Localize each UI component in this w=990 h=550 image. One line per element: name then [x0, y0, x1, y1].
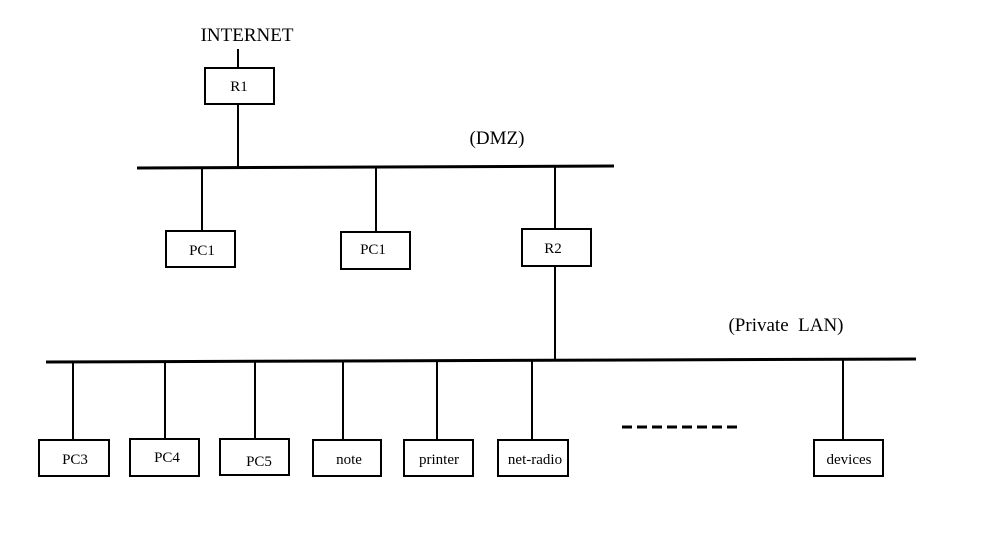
router-r2-label: R2	[544, 241, 562, 257]
router-r2: R2	[521, 228, 592, 267]
lan-printer: printer	[403, 439, 474, 477]
router-r1-box	[204, 67, 275, 105]
router-r1: R1	[204, 67, 275, 105]
lan-net-radio-label: net-radio	[508, 452, 562, 468]
lan-pc4-box	[129, 438, 200, 477]
lan-pc5: PC5	[219, 438, 290, 476]
lan-devices: devices	[813, 439, 884, 477]
lan-note-box	[312, 439, 382, 477]
lan-pc4-label: PC4	[154, 450, 180, 466]
dmz-pc1-b-label: PC1	[360, 242, 386, 258]
lan-note-label: note	[336, 452, 362, 468]
dmz-pc1-a-label: PC1	[189, 243, 215, 259]
dmz-pc1-a-box	[165, 230, 236, 268]
lan-pc3-label: PC3	[62, 452, 88, 468]
lan-net-radio-box	[497, 439, 569, 477]
dmz-pc1-b-box	[340, 231, 411, 270]
lan-printer-label: printer	[419, 452, 459, 468]
lan-printer-box	[403, 439, 474, 477]
lan-pc5-label: PC5	[246, 454, 272, 470]
dmz-pc1-a: PC1	[165, 230, 236, 268]
lan-pc5-box	[219, 438, 290, 476]
router-r1-label: R1	[230, 79, 248, 95]
router-r2-box	[521, 228, 592, 267]
private-lan-label: (Private LAN)	[728, 315, 843, 336]
lan-devices-label: devices	[827, 452, 872, 468]
lan-note: note	[312, 439, 382, 477]
lan-pc3-box	[38, 439, 110, 477]
lan-net-radio: net-radio	[497, 439, 569, 477]
lan-pc3: PC3	[38, 439, 110, 477]
lan-devices-box	[813, 439, 884, 477]
lan-pc4: PC4	[129, 438, 200, 477]
dmz-pc1-b: PC1	[340, 231, 411, 270]
private-lan-bus	[45, 357, 917, 364]
internet-label: INTERNET	[201, 25, 294, 46]
dmz-label: (DMZ)	[470, 128, 525, 149]
